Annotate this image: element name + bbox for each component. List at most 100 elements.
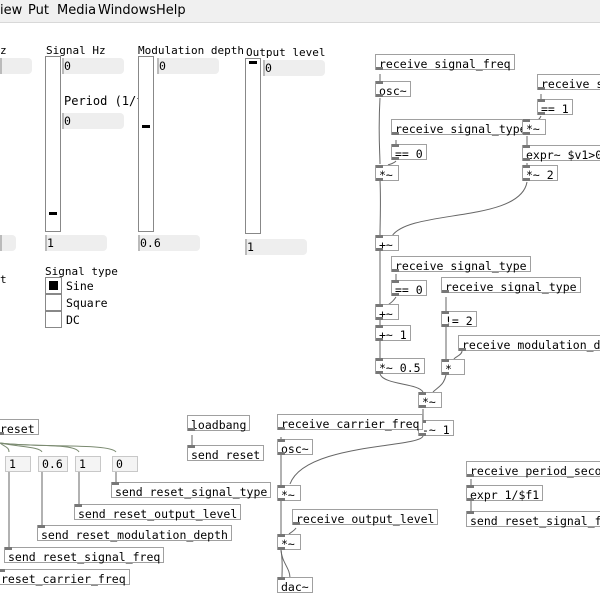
message-0-6[interactable]: 0.6 (38, 456, 68, 472)
object-send-reset-modulation-depth[interactable]: send reset_modulation_depth (37, 525, 232, 542)
outlet[interactable] (376, 178, 383, 181)
object-send-reset-carrier-freq[interactable]: reset_carrier_freq (0, 569, 130, 586)
outlet[interactable] (376, 371, 383, 374)
inlet[interactable] (442, 311, 449, 314)
object-receive-si[interactable]: receive si (537, 74, 600, 91)
object-expr-v1[interactable]: expr~ $v1>0 (522, 145, 600, 162)
object-mul-05[interactable]: *~ 0.5 (375, 358, 425, 375)
outlet[interactable] (278, 498, 285, 501)
object-receive-signal-type-3[interactable]: receive signal_type (441, 277, 581, 294)
object-receive-signal-type-2[interactable]: receive signal_type (391, 256, 531, 273)
object-add-1[interactable]: +~ 1 (375, 325, 411, 342)
message-1[interactable]: 1 (5, 456, 31, 472)
object-mul-plain[interactable]: * (441, 359, 465, 376)
inlet[interactable] (376, 304, 383, 307)
outlet[interactable] (278, 427, 285, 430)
object-send-reset[interactable]: send reset (187, 445, 265, 462)
outlet[interactable] (523, 158, 530, 161)
slider-signal-hz-knob[interactable] (49, 212, 57, 215)
inlet[interactable] (278, 485, 285, 488)
object-reset[interactable]: reset (0, 419, 39, 436)
inlet[interactable] (419, 392, 426, 395)
inlet[interactable] (376, 235, 383, 238)
number-mod-depth[interactable]: 0 (157, 58, 219, 74)
inlet[interactable] (523, 165, 530, 168)
object-receive-carrier-freq[interactable]: receive carrier_freq (277, 414, 424, 431)
object-send-reset-signal-type[interactable]: send reset_signal_type (111, 482, 272, 499)
object-receive-output-level[interactable]: receive output_level (292, 509, 439, 526)
number-left-top[interactable] (0, 58, 32, 74)
inlet[interactable] (376, 325, 383, 328)
inlet[interactable] (278, 577, 285, 580)
object-expr-1f[interactable]: expr 1/$f1 (466, 485, 544, 502)
outlet[interactable] (392, 132, 399, 135)
radio-sine[interactable] (45, 277, 62, 294)
outlet[interactable] (0, 432, 4, 435)
outlet[interactable] (442, 290, 449, 293)
inlet[interactable] (278, 534, 285, 537)
number-mod-depth-bottom[interactable]: 0.6 (138, 235, 200, 251)
object-add-a[interactable]: +~ (375, 235, 399, 252)
inlet[interactable] (0, 569, 5, 572)
outlet[interactable] (392, 269, 399, 272)
inlet[interactable] (112, 482, 119, 485)
slider-output-level[interactable] (245, 58, 261, 234)
outlet[interactable] (376, 317, 383, 320)
message-0[interactable]: 0 (112, 456, 138, 472)
inlet[interactable] (5, 547, 12, 550)
object-receive-signal-type-1[interactable]: receive signal_type (391, 119, 531, 136)
object-sub-1[interactable]: -~ 1 (418, 420, 454, 437)
object-receive-modulation-depth[interactable]: receive modulation_depth (458, 335, 600, 352)
outlet[interactable] (376, 67, 383, 70)
number-output-level[interactable]: 0 (263, 60, 325, 76)
outlet[interactable] (419, 405, 426, 408)
object-mul-b[interactable]: *~ (375, 165, 399, 182)
menu-windows[interactable]: Windows (98, 3, 157, 18)
inlet[interactable] (376, 358, 383, 361)
outlet[interactable] (376, 338, 383, 341)
outlet[interactable] (523, 132, 530, 135)
number-signal-hz-bottom[interactable]: 1 (45, 235, 107, 251)
object-mul-2[interactable]: *~ 2 (522, 165, 558, 182)
inlet[interactable] (376, 81, 383, 84)
object-neq-2[interactable]: != 2 (441, 311, 477, 328)
inlet[interactable] (392, 144, 399, 147)
object-mul-a[interactable]: *~ (522, 119, 546, 136)
outlet[interactable] (188, 428, 195, 431)
inlet[interactable] (467, 485, 474, 488)
outlet[interactable] (376, 248, 383, 251)
slider-mod-depth[interactable] (138, 56, 154, 232)
number-period[interactable]: 0 (62, 113, 124, 129)
object-mul-d[interactable]: *~ (277, 485, 301, 502)
outlet[interactable] (376, 94, 383, 97)
object-add-b[interactable]: +~ (375, 304, 399, 321)
inlet[interactable] (278, 439, 285, 442)
object-mul-e[interactable]: *~ (277, 534, 301, 551)
inlet[interactable] (538, 99, 545, 102)
radio-dc[interactable] (45, 311, 62, 328)
message-1b[interactable]: 1 (75, 456, 101, 472)
object-send-reset-output-level[interactable]: send reset_output_level (74, 504, 242, 521)
slider-signal-hz[interactable] (45, 56, 61, 232)
inlet[interactable] (523, 145, 530, 148)
outlet[interactable] (278, 452, 285, 455)
outlet[interactable] (467, 498, 474, 501)
outlet[interactable] (419, 433, 426, 436)
object-osc-1[interactable]: osc~ (375, 81, 411, 98)
inlet[interactable] (523, 119, 530, 122)
object-dac[interactable]: dac~ (277, 577, 313, 594)
menu-help[interactable]: Help (156, 3, 186, 18)
inlet[interactable] (392, 280, 399, 283)
object-loadbang[interactable]: loadbang (187, 415, 251, 432)
object-eq-0-1[interactable]: == 0 (391, 144, 427, 161)
number-output-level-bottom[interactable]: 1 (245, 239, 307, 255)
outlet[interactable] (442, 324, 449, 327)
slider-output-level-knob[interactable] (249, 61, 257, 64)
inlet[interactable] (188, 445, 195, 448)
inlet[interactable] (467, 511, 474, 514)
object-send-reset-signal-freq[interactable]: send reset_signal_freq (4, 547, 165, 564)
slider-mod-depth-knob[interactable] (142, 125, 150, 128)
outlet[interactable] (293, 522, 300, 525)
menu-view[interactable]: iew (0, 3, 23, 18)
outlet[interactable] (442, 372, 449, 375)
